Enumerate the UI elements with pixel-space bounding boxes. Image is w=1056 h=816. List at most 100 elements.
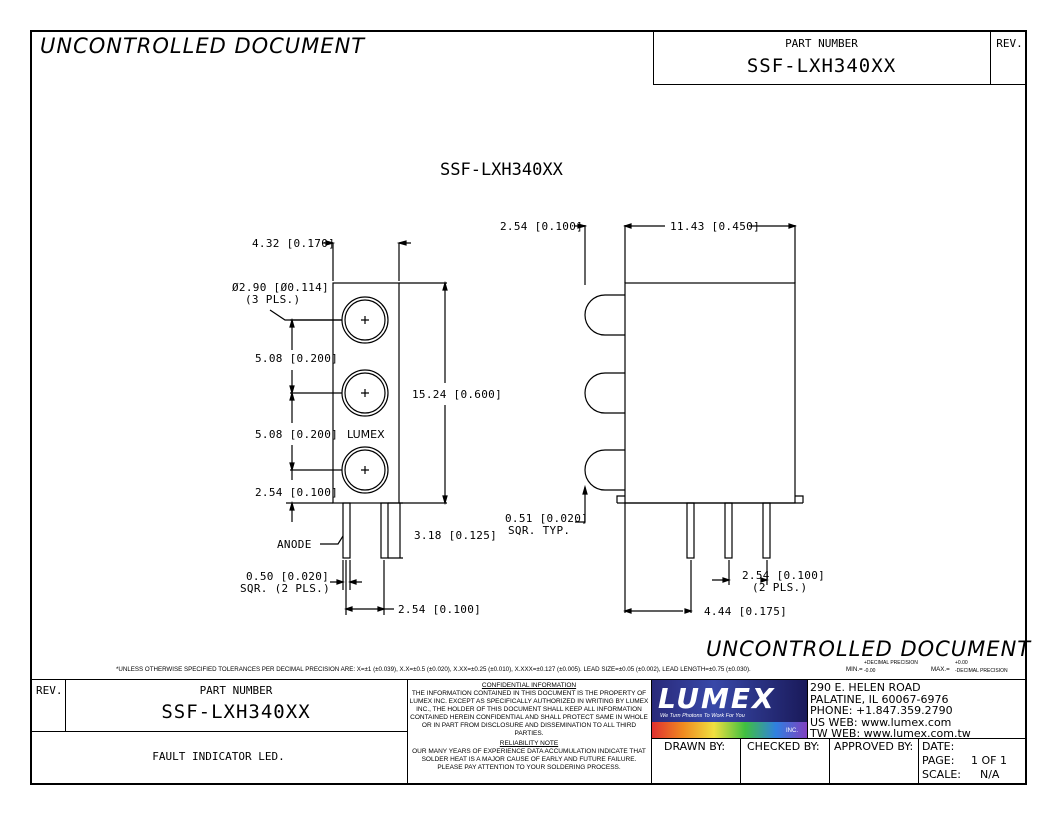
address-line: 290 E. HELEN ROAD: [810, 681, 921, 694]
side-view-body: [624, 282, 796, 504]
dim-lead-spacing: [345, 560, 394, 615]
front-width-dim: 4.32 [0.170]: [252, 237, 336, 250]
logo-tagline: We Turn Photons To Work For You: [660, 713, 745, 719]
title-part-number: SSF-LXH340XX: [161, 701, 311, 723]
title-rev-label: REV.: [36, 684, 63, 697]
side-lead-3: [762, 502, 771, 559]
uncontrolled-label-bottom: UNCONTROLLED DOCUMENT: [706, 637, 1032, 661]
header-rev-label: REV.: [996, 37, 1023, 50]
page-value: 1 OF 1: [971, 754, 1007, 767]
anode-label: ANODE: [277, 538, 312, 551]
checked-by-label: CHECKED BY:: [747, 740, 820, 753]
side-lead-square-dim: 0.51 [0.020]: [505, 512, 589, 525]
title-notes-right: [651, 679, 652, 785]
approved-divider: [918, 738, 919, 785]
dim-lead-size: [330, 560, 362, 590]
part-description: FAULT INDICATOR LED.: [152, 750, 285, 763]
logo-rainbow: [652, 722, 807, 738]
title-notes-left: [407, 679, 408, 785]
led-lens-2-inner: [344, 372, 386, 414]
side-lead-pitch-qty: (2 PLS.): [752, 581, 808, 594]
address-line: PALATINE, IL 60067-6976: [810, 692, 949, 706]
header-part-number: SSF-LXH340XX: [746, 55, 897, 77]
led-lens-1-inner: [344, 299, 386, 341]
address-line: TW WEB: www.lumex.com.tw: [810, 727, 971, 740]
header-rev-divider: [990, 30, 991, 84]
header-divider: [653, 30, 654, 84]
front-height-dim: 15.24 [0.600]: [412, 388, 502, 401]
drawn-divider: [740, 738, 741, 785]
tolerance-max-label: MAX.=: [931, 666, 950, 673]
confidential-title: CONFIDENTIAL INFORMATION: [481, 682, 577, 689]
scale-label: SCALE:: [922, 768, 961, 781]
side-first-lead-dim: 4.44 [0.175]: [704, 605, 788, 618]
led-centre-marks: [361, 316, 369, 474]
front-pitch2-dim: 5.08 [0.200]: [255, 428, 339, 441]
side-lead-square-note: SQR. TYP.: [508, 524, 571, 537]
company-address: 290 E. HELEN ROAD PALATINE, IL 60067-697…: [810, 682, 971, 740]
front-lead-spacing-dim: 2.54 [0.100]: [398, 603, 482, 616]
dim-side-lead-pitch: [712, 560, 768, 585]
logo-inc: INC.: [786, 728, 798, 734]
tolerance-min-top: +DECIMAL PRECISION: [864, 660, 918, 666]
tolerance-min-bottom: -0.00: [864, 668, 876, 674]
scale-value: N/A: [980, 768, 1000, 781]
dim-height-lines: [399, 282, 447, 504]
confidential-text: THE INFORMATION CONTAINED IN THIS DOCUME…: [409, 690, 649, 737]
tolerance-min-label: MIN.=: [846, 666, 863, 673]
side-body-length-dim: 11.43 [0.450]: [670, 220, 760, 233]
dim-pitch-lines: [290, 319, 342, 522]
dim-lead-length: [388, 502, 403, 559]
tolerance-max-top: +0.00: [955, 660, 968, 666]
side-lens-1: [584, 294, 625, 336]
anode-leader: [320, 535, 344, 545]
page-label: PAGE:: [922, 754, 955, 767]
front-lead-size-dim: 0.50 [0.020]: [246, 570, 330, 583]
dim-width-lines: [322, 242, 411, 281]
side-lead-1: [686, 502, 695, 559]
checked-divider: [829, 738, 830, 785]
dim-side-first-lead: [624, 503, 692, 613]
address-line: PHONE: +1.847.359.2790: [810, 704, 953, 717]
side-lead-2: [724, 502, 733, 559]
address-line: US WEB: www.lumex.com: [810, 715, 952, 729]
dim-side-top: [575, 225, 796, 285]
front-lead-2: [380, 502, 389, 559]
side-view-base: [616, 495, 804, 504]
header-part-number-label: PART NUMBER: [785, 37, 858, 50]
drawing-title: SSF-LXH340XX: [440, 160, 563, 180]
lumex-brand-mark: LUMEX: [347, 428, 385, 441]
front-hole-dim: Ø2.90 [Ø0.114]: [232, 281, 329, 294]
tolerance-note: *UNLESS OTHERWISE SPECIFIED TOLERANCES P…: [116, 666, 751, 673]
side-lens-dim: 2.54 [0.100]: [500, 220, 584, 233]
dim-side-lead-square: [575, 487, 586, 523]
reliability-title: RELIABILITY NOTE: [499, 740, 559, 747]
date-label: DATE:: [922, 740, 955, 753]
title-left-mid-line: [30, 731, 407, 732]
title-right-mid-line: [651, 738, 1027, 739]
reliability-text: OUR MANY YEARS OF EXPERIENCE DATA ACCUMU…: [412, 748, 646, 771]
front-hole-qty: (3 PLS.): [245, 293, 301, 306]
uncontrolled-label-top: UNCONTROLLED DOCUMENT: [40, 34, 366, 58]
front-bottom-offset-dim: 2.54 [0.100]: [255, 486, 339, 499]
side-lens-3: [584, 449, 625, 491]
title-rev-divider: [65, 679, 66, 731]
title-part-number-label: PART NUMBER: [199, 684, 273, 697]
lumex-logo: LUMEX We Turn Photons To Work For You IN…: [652, 680, 807, 738]
front-pitch1-dim: 5.08 [0.200]: [255, 352, 339, 365]
side-lead-pitch-dim: 2.54 [0.100]: [742, 569, 826, 582]
drawing-frame: [30, 30, 1027, 785]
title-block-top-line: [30, 679, 1027, 680]
logo-wordmark: LUMEX: [658, 682, 776, 715]
led-lens-3-inner: [344, 449, 386, 491]
front-lead-1: [342, 502, 351, 559]
logo-divider: [807, 679, 808, 738]
header-bottom-line: [653, 84, 1027, 85]
hole-leader: [269, 309, 342, 321]
front-lead-size-qty: SQR. (2 PLS.): [240, 582, 330, 595]
approved-by-label: APPROVED BY:: [834, 740, 914, 753]
front-lead-length-dim: 3.18 [0.125]: [414, 529, 498, 542]
tolerance-max-bottom: -DECIMAL PRECISION: [955, 668, 1008, 674]
drawn-by-label: DRAWN BY:: [664, 740, 726, 753]
